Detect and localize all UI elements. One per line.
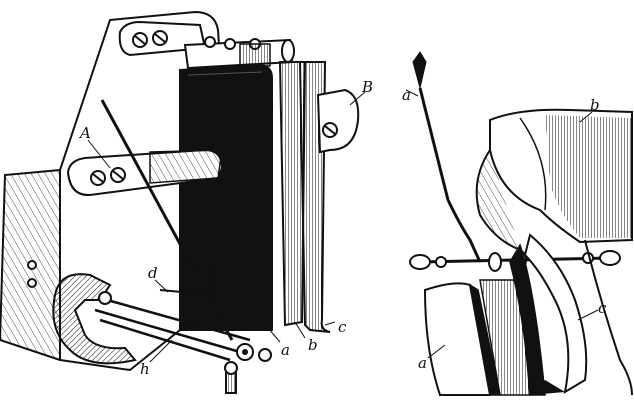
- axle-cap-right: [599, 250, 621, 266]
- leader-d: [154, 279, 169, 293]
- axle-rod: [99, 318, 231, 362]
- hinge-screw: [224, 38, 236, 50]
- leader-b: [294, 321, 306, 339]
- left-figure: A B a b c d h: [0, 10, 373, 394]
- label-c: c: [338, 318, 347, 336]
- leader-A: [87, 139, 111, 169]
- plate-a: [179, 63, 273, 331]
- label-h: h: [140, 360, 150, 378]
- hinge-screw: [204, 36, 216, 48]
- nut: [98, 291, 112, 305]
- label-B: B: [361, 78, 373, 96]
- label-d: d: [148, 264, 158, 282]
- leader-a: [267, 327, 281, 343]
- rod-d: [159, 289, 226, 297]
- axle-rod: [94, 308, 241, 354]
- bracket-B: [316, 88, 360, 154]
- leader-right-b: [579, 111, 593, 123]
- plate-b: [278, 61, 307, 327]
- right-figure: a b c a: [402, 51, 633, 396]
- label-right-a-top: a: [402, 86, 411, 104]
- label-a: a: [281, 341, 290, 359]
- leader-right-c: [577, 309, 599, 321]
- pointer-tip: [412, 51, 427, 89]
- label-right-c: c: [598, 299, 607, 317]
- plate-hole: [27, 278, 37, 288]
- curved-plate-a: [423, 282, 492, 396]
- nut: [258, 348, 272, 362]
- lower-yoke: [52, 273, 137, 365]
- pointer-shaft: [418, 87, 450, 201]
- hinge-rod-end: [281, 39, 295, 63]
- label-A: A: [78, 124, 91, 142]
- label-right-a: a: [418, 354, 427, 372]
- axle-rod: [99, 296, 251, 342]
- label-right-b: b: [590, 96, 600, 114]
- axle-cap-left: [409, 254, 431, 270]
- leader-right-a: [427, 344, 446, 359]
- plate-hole: [27, 260, 37, 270]
- hinge-clamp: [183, 38, 294, 70]
- leader-h: [149, 339, 173, 363]
- curved-vane-c: [523, 233, 588, 395]
- leader-c: [324, 321, 336, 326]
- label-b: b: [308, 336, 318, 354]
- pointer-needle: [100, 99, 234, 341]
- leader-right-pointer: [405, 89, 419, 97]
- leader-B: [349, 91, 366, 106]
